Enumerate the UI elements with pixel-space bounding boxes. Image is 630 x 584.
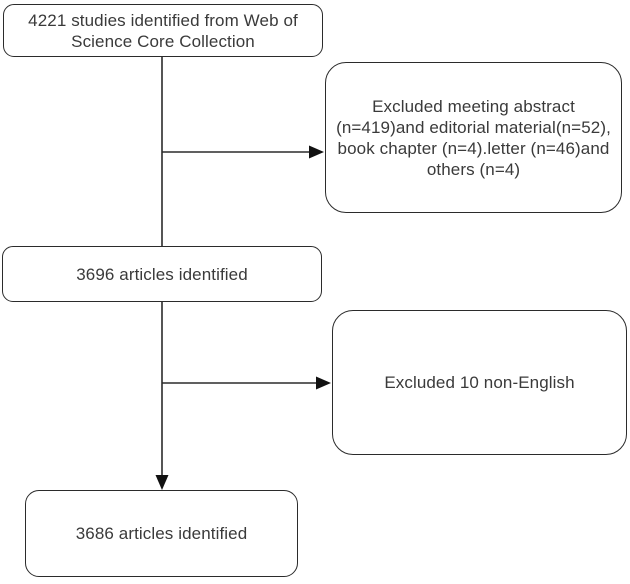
node-excluded-document-types: Excluded meeting abstract (n=419)and edi… xyxy=(325,62,622,213)
node-articles-identified-second: 3686 articles identified xyxy=(25,490,298,577)
arrowhead-excluded-1-icon xyxy=(309,145,324,159)
node-studies-identified-text: 4221 studies identified from Web of Scie… xyxy=(28,10,298,51)
arrowhead-bottom-icon xyxy=(155,475,169,490)
node-articles-identified-first-text: 3696 articles identified xyxy=(76,264,248,284)
node-articles-identified-second-text: 3686 articles identified xyxy=(75,524,248,543)
node-articles-identified-first: 3696 articles identified xyxy=(2,246,322,302)
node-excluded-non-english: Excluded 10 non-English xyxy=(332,310,627,455)
node-excluded-document-types-text: Excluded meeting abstract (n=419)and edi… xyxy=(336,96,611,179)
node-excluded-non-english-text: Excluded 10 non-English xyxy=(384,373,575,392)
arrowhead-excluded-2-icon xyxy=(316,376,331,390)
node-studies-identified: 4221 studies identified from Web of Scie… xyxy=(3,4,323,57)
